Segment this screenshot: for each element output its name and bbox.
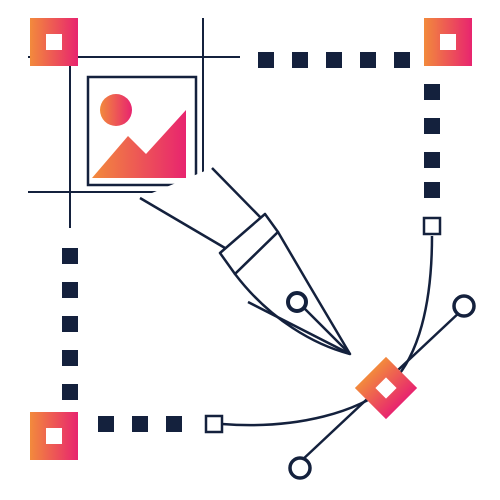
pen-nib-icon (139, 167, 352, 356)
corner-nodes (30, 18, 472, 460)
selection-dashes (62, 52, 440, 432)
curve-start-node (204, 414, 224, 434)
corner-node-icon (30, 412, 78, 460)
corner-node-icon (354, 356, 418, 420)
corner-node-icon (30, 18, 78, 66)
image-icon (92, 94, 186, 178)
anchor-handle-icon (288, 456, 312, 480)
corner-node-icon (424, 18, 472, 66)
curve-end-node (422, 216, 442, 236)
anchor-handle-icon (452, 294, 476, 318)
